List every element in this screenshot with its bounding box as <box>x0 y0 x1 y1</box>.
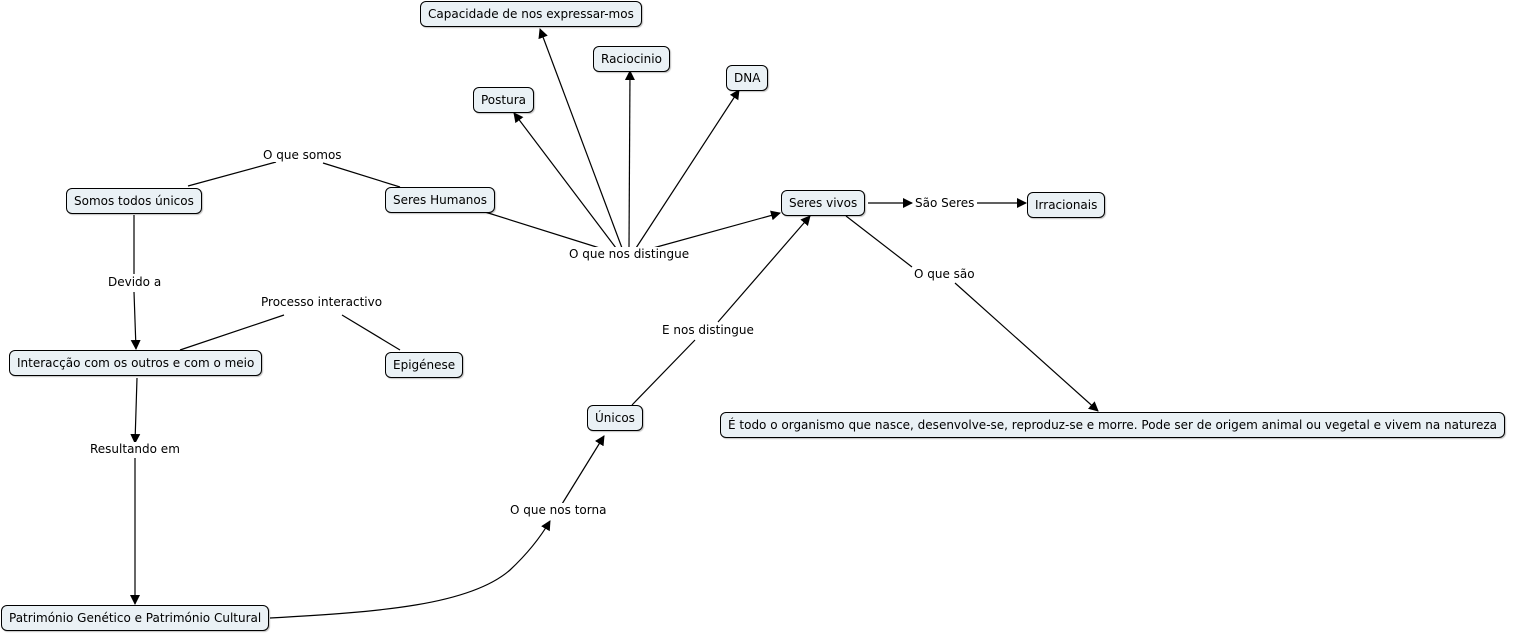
link-label-processo-interactivo: Processo interactivo <box>259 295 385 309</box>
edge-torna-to-unicos <box>561 435 605 505</box>
node-capacidade[interactable]: Capacidade de nos expressar-mos <box>420 1 642 27</box>
node-epigenese[interactable]: Epigénese <box>385 352 464 378</box>
node-dna[interactable]: DNA <box>726 65 769 91</box>
node-unicos[interactable]: Únicos <box>587 405 643 431</box>
edge-label-to-seres-humanos <box>322 162 401 188</box>
edge-seres-vivos-to-o-que-sao <box>845 215 913 268</box>
node-seres-humanos[interactable]: Seres Humanos <box>385 187 495 213</box>
node-postura[interactable]: Postura <box>473 87 534 113</box>
link-label-e-nos-distingue: E nos distingue <box>660 323 756 337</box>
edge-distingue-to-raciocinio <box>624 70 635 249</box>
node-seres-vivos[interactable]: Seres vivos <box>781 190 866 216</box>
edge-processo-to-epigenese <box>341 314 401 351</box>
edge-devido-to-interaccao <box>130 291 141 350</box>
link-label-devido-a: Devido a <box>106 275 164 289</box>
edge-interaccao-to-processo <box>179 314 285 351</box>
edge-distingue-to-seres-vivos <box>652 210 781 249</box>
edge-seres-humanos-to-distingue <box>484 211 607 251</box>
edge-unicos-to-e-nos-distingue <box>631 339 696 406</box>
link-label-o-que-nos-distingue: O que nos distingue <box>567 247 692 261</box>
edge-e-nos-distingue-to-seres-vivos <box>717 215 811 323</box>
node-interaccao[interactable]: Interacção com os outros e com o meio <box>9 350 263 376</box>
edge-o-que-sao-to-definicao <box>954 282 1099 412</box>
node-raciocinio[interactable]: Raciocinio <box>593 46 670 72</box>
node-patrimonio[interactable]: Património Genético e Património Cultura… <box>1 605 270 631</box>
link-label-sao-seres: São Seres <box>913 196 977 210</box>
edge-somos-to-label <box>187 161 277 187</box>
link-label-o-que-somos: O que somos <box>261 148 344 162</box>
link-label-o-que-sao: O que são <box>912 267 977 281</box>
edge-distingue-to-postura <box>513 112 617 249</box>
edge-patrimonio-to-torna <box>269 520 551 619</box>
node-somos-todos-unicos[interactable]: Somos todos únicos <box>66 188 202 214</box>
edge-interaccao-to-resultando <box>130 377 141 444</box>
edge-distingue-to-capacidade <box>538 28 623 249</box>
link-label-resultando-em: Resultando em <box>88 442 182 456</box>
link-label-o-que-nos-torna: O que nos torna <box>508 503 609 517</box>
edge-distingue-to-dna <box>635 89 740 249</box>
node-irracionais[interactable]: Irracionais <box>1027 192 1106 218</box>
node-definicao[interactable]: É todo o organismo que nasce, desenvolve… <box>720 412 1505 438</box>
